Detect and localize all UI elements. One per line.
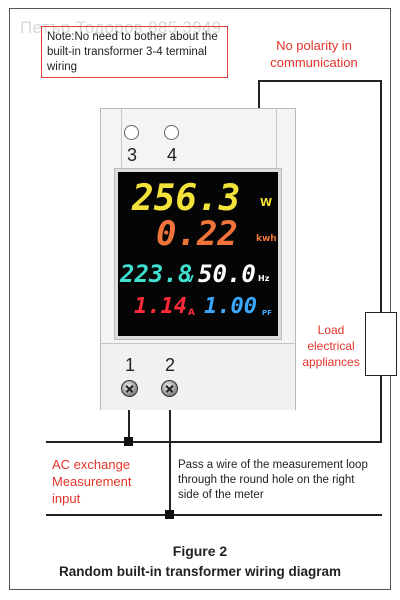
- frequency-unit: Hz: [258, 274, 270, 283]
- wire-ac-line-2: [46, 514, 382, 516]
- lcd-display: 256.3 W 0.22 kwh 223.8 V 50.0 Hz 1.14 A …: [115, 169, 281, 339]
- current-unit: A: [188, 308, 195, 318]
- pf-value: 1.00: [204, 294, 257, 319]
- terminal-2-label: 2: [164, 355, 175, 375]
- frequency-value: 50.0: [198, 260, 256, 288]
- load-label: Load electrical appliances: [302, 323, 360, 369]
- junction-terminal-1: [124, 437, 133, 446]
- polarity-label: No polarity in communication: [270, 38, 358, 70]
- energy-value: 0.22: [156, 214, 238, 254]
- wire-terminal-1: [128, 385, 130, 442]
- power-unit: W: [260, 196, 273, 209]
- terminal-1-label: 1: [124, 355, 135, 375]
- wire-ac-line-1: [46, 441, 382, 443]
- voltage-value: 223.8: [120, 260, 193, 288]
- terminal-3-hole: [124, 125, 139, 140]
- figure-number: Figure 2: [172, 543, 228, 559]
- wire-terminal-2: [169, 385, 171, 515]
- wire-top-right-vertical: [258, 80, 260, 110]
- current-value: 1.14: [134, 294, 187, 319]
- terminal-4-hole: [164, 125, 179, 140]
- watermark-text: Петър Тодоров 885 3949: [20, 18, 222, 37]
- power-value: 256.3: [132, 178, 241, 219]
- meter-top-module: 3 4: [121, 109, 277, 171]
- voltage-unit: V: [186, 274, 194, 285]
- terminal-2-screw: [161, 380, 178, 397]
- energy-meter: 3 4 256.3 W 0.22 kwh 223.8 V 50.0 Hz 1.1…: [100, 108, 296, 410]
- wire-right-lower-vertical: [380, 376, 382, 442]
- pf-unit: PF: [262, 309, 272, 317]
- junction-terminal-2: [165, 510, 174, 519]
- wire-right-vertical: [380, 80, 382, 312]
- meter-bottom-module: 1 2: [101, 343, 295, 410]
- diagram-frame: [9, 8, 391, 590]
- terminal-4-label: 4: [166, 145, 177, 165]
- note-box: Note:No need to bother about the built-i…: [41, 26, 228, 78]
- ac-input-label: AC exchange Measurement input: [52, 457, 132, 506]
- load-appliance-box: [365, 312, 397, 376]
- energy-unit: kwh: [256, 234, 277, 244]
- terminal-3-label: 3: [126, 145, 137, 165]
- figure-caption: Random built-in transformer wiring diagr…: [58, 564, 342, 579]
- terminal-1-screw: [121, 380, 138, 397]
- pass-wire-instruction: Pass a wire of the measurement loop thro…: [178, 459, 368, 501]
- wire-top-horizontal: [258, 80, 380, 82]
